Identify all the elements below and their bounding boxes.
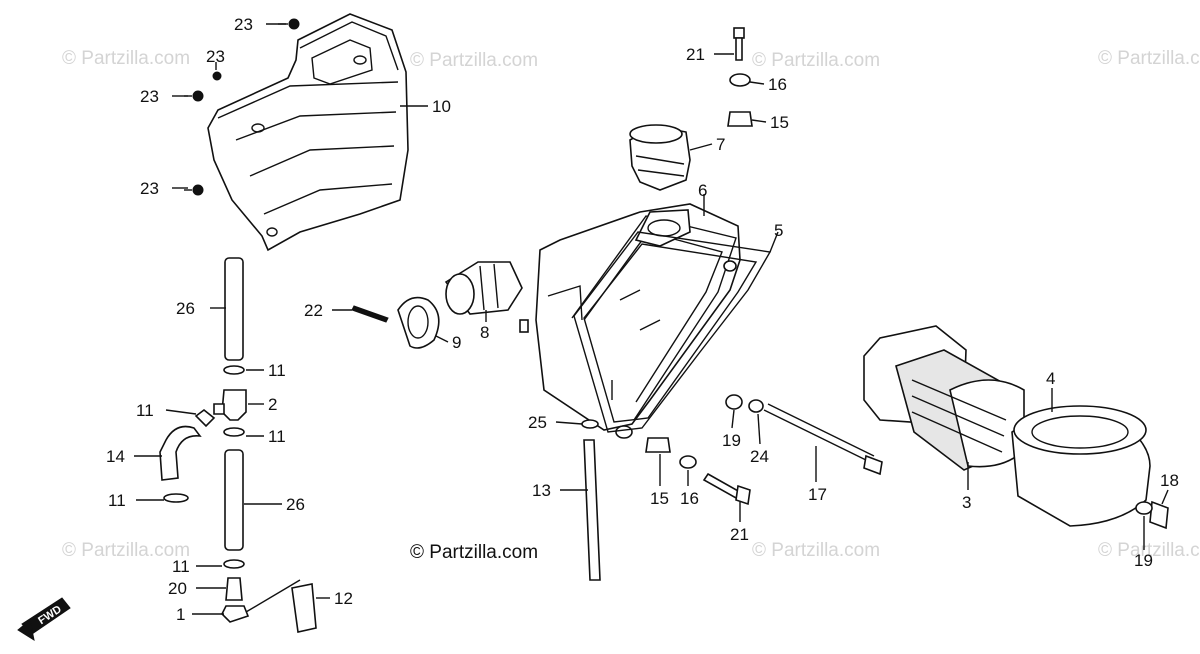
part-13-drain-tube: [581, 419, 601, 581]
part-7-intake-duct: [629, 124, 691, 191]
callout-1: 1: [176, 605, 185, 624]
callout-15: 15: [650, 489, 669, 508]
watermark: © Partzilla.com: [752, 50, 880, 71]
watermark: © Partzilla.com: [62, 540, 190, 561]
callout-7: 7: [716, 135, 725, 154]
callout-17: 17: [808, 485, 827, 504]
part-18-19-wingnut: [1135, 500, 1169, 530]
callout-22: 22: [304, 301, 323, 320]
callout-19: 19: [722, 431, 741, 450]
callout-15: 15: [770, 113, 789, 132]
lower-bolt-stack: [645, 394, 764, 506]
callout-9: 9: [452, 333, 461, 352]
part-3-air-filter-element: [863, 325, 1025, 471]
callout-26: 26: [286, 495, 305, 514]
watermark: © Partzilla.com: [410, 50, 538, 71]
top-bolt-stack: [727, 27, 753, 127]
part-5-gasket: [573, 231, 772, 433]
part-4-foam-filter: [1011, 405, 1151, 527]
callout-3: 3: [962, 493, 971, 512]
left-hose-assembly: [159, 257, 317, 633]
callout-18: 18: [1160, 471, 1179, 490]
callout-8: 8: [480, 323, 489, 342]
part-8-connecting-tube: [444, 261, 523, 315]
callout-21: 21: [686, 45, 705, 64]
part-17-long-bolt: [763, 403, 883, 476]
callout-19: 19: [1134, 551, 1153, 570]
fwd-arrow: FWD: [17, 597, 71, 642]
callout-24: 24: [750, 447, 769, 466]
leader-lines: [134, 23, 1169, 615]
callout-13: 13: [532, 481, 551, 500]
callout-16: 16: [768, 75, 787, 94]
copyright-text: © Partzilla.com: [410, 542, 538, 563]
part-9-clamp: [351, 296, 440, 349]
callout-11: 11: [268, 361, 286, 380]
part-23-screws: [184, 18, 300, 196]
callout-11: 11: [172, 557, 190, 576]
callout-23: 23: [206, 47, 225, 66]
callout-labels: 23 23 23 23 10 26 11 11 2 11 14 11 26 11…: [106, 15, 1179, 624]
callout-23: 23: [140, 87, 159, 106]
callout-11: 11: [268, 427, 286, 446]
watermark: © Partzilla.com: [1098, 540, 1200, 561]
callout-23: 23: [140, 179, 159, 198]
callout-6: 6: [698, 181, 707, 200]
watermark: © Partzilla.com: [1098, 48, 1200, 69]
callout-26: 26: [176, 299, 195, 318]
callout-14: 14: [106, 447, 125, 466]
part-6-air-cleaner-case: [519, 203, 741, 439]
callout-11: 11: [136, 401, 154, 420]
callout-4: 4: [1046, 369, 1055, 388]
callout-21: 21: [730, 525, 749, 544]
watermark: © Partzilla.com: [752, 540, 880, 561]
watermark: © Partzilla.com: [62, 48, 190, 69]
callout-16: 16: [680, 489, 699, 508]
callout-2: 2: [268, 395, 277, 414]
callout-20: 20: [168, 579, 187, 598]
callout-12: 12: [334, 589, 353, 608]
callout-10: 10: [432, 97, 451, 116]
part-10-side-cover: [207, 13, 409, 252]
callout-25: 25: [528, 413, 547, 432]
callout-5: 5: [774, 221, 783, 240]
callout-23: 23: [234, 15, 253, 34]
callout-11: 11: [108, 491, 126, 510]
